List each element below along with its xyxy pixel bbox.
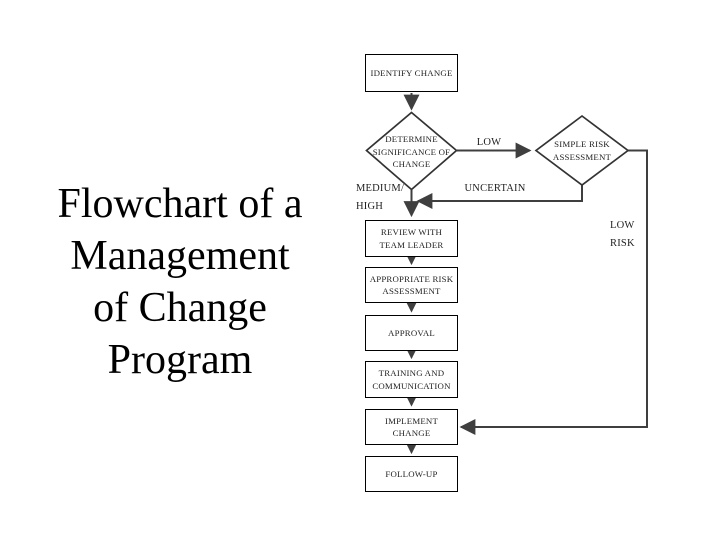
node-label-determine-significance: DETERMINE SIGNIFICANCE OF CHANGE: [361, 133, 462, 171]
title-line-4: Program: [107, 337, 253, 383]
node-label-line: DETERMINE: [385, 134, 438, 144]
node-approval: APPROVAL: [365, 315, 458, 351]
node-label-line: CHANGE: [392, 159, 431, 169]
node-label-line: COMMUNICATION: [372, 380, 451, 391]
edge-label-medium-high: MEDIUM/ HIGH: [356, 180, 404, 216]
edge-label-uncertain: UNCERTAIN: [464, 183, 526, 194]
node-label-line: CHANGE: [392, 428, 431, 438]
edge-label-line: MEDIUM/: [356, 183, 405, 194]
node-review-with-team-leader: REVIEW WITH TEAM LEADER: [365, 220, 458, 257]
node-follow-up: FOLLOW-UP: [365, 456, 458, 492]
edge-label-line: RISK: [610, 238, 635, 249]
node-label-line: ASSESSMENT: [552, 151, 612, 162]
node-label-line: SIGNIFICANCE OF: [372, 146, 451, 157]
edge-label-low: LOW: [476, 137, 502, 148]
edge-label-low-risk: LOW RISK: [610, 217, 635, 253]
node-label-line: REVIEW WITH: [380, 227, 443, 237]
title-line-1: Flowchart of a: [57, 181, 303, 227]
slide-title: Flowchart of a Management of Change Prog…: [15, 178, 345, 386]
title-line-2: Management: [70, 233, 290, 279]
node-label-line: FOLLOW-UP: [385, 468, 438, 479]
node-identify-change: IDENTIFY CHANGE: [365, 54, 458, 92]
node-label-line: IDENTIFY CHANGE: [370, 67, 453, 78]
node-label-line: ASSESSMENT: [382, 286, 441, 296]
node-label-line: IMPLEMENT: [384, 415, 439, 426]
node-training-and-communication: TRAINING AND COMMUNICATION: [365, 361, 458, 398]
node-label-line: SIMPLE RISK: [554, 139, 610, 149]
node-implement-change: IMPLEMENT CHANGE: [365, 409, 458, 445]
edge-label-line: LOW: [610, 220, 635, 231]
node-appropriate-risk-assessment: APPROPRIATE RISK ASSESSMENT: [365, 267, 458, 303]
node-label-line: TEAM LEADER: [379, 239, 444, 250]
node-label-line: TRAINING AND: [378, 368, 445, 378]
edge-label-line: HIGH: [356, 201, 384, 212]
node-label-line: APPROVAL: [388, 327, 435, 338]
node-label-simple-risk-assessment: SIMPLE RISK ASSESSMENT: [534, 138, 630, 163]
title-line-3: of Change: [93, 285, 267, 331]
node-label-line: APPROPRIATE RISK: [369, 273, 454, 284]
